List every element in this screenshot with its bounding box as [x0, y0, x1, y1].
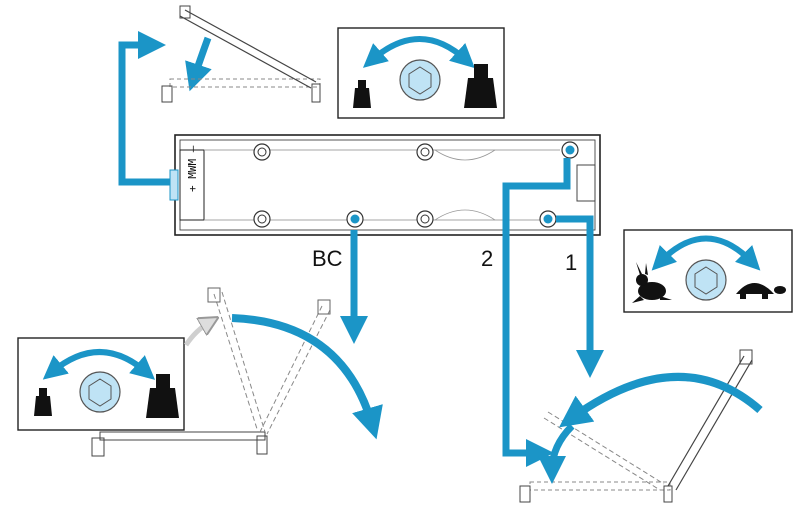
- label-valve-2: 2: [481, 246, 493, 271]
- arrow-spring-to-closing-force: [118, 31, 170, 186]
- spring-adjust-nut[interactable]: [169, 169, 179, 201]
- screw-head-2: [416, 143, 434, 161]
- weight-large-icon: [146, 374, 179, 418]
- label-valve-1: 1: [565, 250, 577, 275]
- label-bc: BC: [312, 246, 343, 271]
- adjust-nut-icon[interactable]: [79, 371, 121, 413]
- rabbit-icon: [632, 262, 672, 303]
- adjust-nut-icon[interactable]: [685, 259, 727, 301]
- arrow-top-door-close: [185, 36, 212, 92]
- valve-1-screw[interactable]: [539, 210, 557, 228]
- weight-large-icon: [464, 64, 497, 108]
- valve-bc-screw[interactable]: [346, 210, 364, 228]
- arrow-panel-pointer: [183, 322, 210, 347]
- arrow-valve-1-route: [556, 215, 604, 378]
- top-door-sketch: [161, 5, 321, 103]
- arrow-backcheck-swing: [231, 314, 383, 440]
- speed-door-sketch: [519, 349, 753, 503]
- spring-marking: + MWM –: [186, 145, 199, 192]
- arrow-speed-swing: [559, 372, 763, 428]
- screw-head-3: [253, 210, 271, 228]
- weight-small-icon: [34, 388, 52, 416]
- screw-head-1: [253, 143, 271, 161]
- screw-head-4: [416, 210, 434, 228]
- weight-small-icon: [353, 80, 371, 108]
- backcheck-door-sketch: [91, 287, 331, 457]
- arrow-valve-2-route: [502, 158, 571, 467]
- turtle-icon: [736, 283, 786, 299]
- adjust-nut-icon[interactable]: [399, 59, 441, 101]
- valve-2-screw[interactable]: [561, 141, 579, 159]
- arrow-latch-swing: [538, 423, 575, 484]
